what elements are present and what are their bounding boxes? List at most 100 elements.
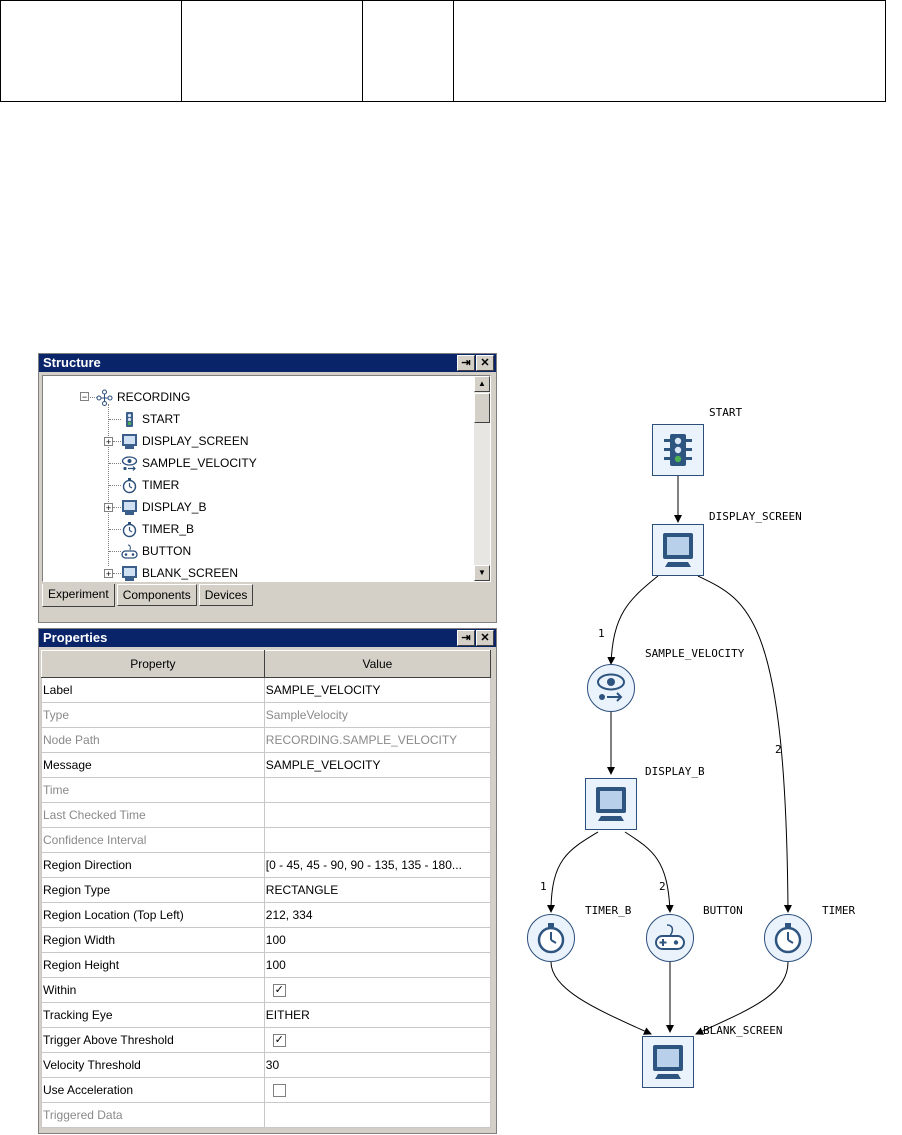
property-value[interactable] bbox=[263, 1102, 492, 1128]
tree-item-timer[interactable]: TIMER bbox=[121, 475, 179, 495]
property-value[interactable]: SampleVelocity bbox=[263, 702, 492, 728]
property-name: Use Acceleration bbox=[41, 1077, 265, 1103]
pin-icon[interactable]: ⇥ bbox=[457, 630, 475, 646]
property-row[interactable]: Trigger Above Threshold✓ bbox=[41, 1027, 492, 1053]
property-row[interactable]: Use Acceleration bbox=[41, 1077, 492, 1103]
structure-titlebar: Structure ⇥ ✕ bbox=[39, 354, 496, 372]
property-value[interactable]: SAMPLE_VELOCITY bbox=[263, 677, 492, 703]
property-value[interactable] bbox=[263, 777, 492, 803]
checkbox-checked[interactable]: ✓ bbox=[272, 984, 286, 998]
display-b-node[interactable] bbox=[585, 778, 637, 830]
property-name: Region Location (Top Left) bbox=[41, 902, 265, 928]
tab-experiment[interactable]: Experiment bbox=[42, 584, 115, 607]
checkbox-unchecked[interactable] bbox=[272, 1084, 286, 1098]
tree-item-display-screen[interactable]: DISPLAY_SCREEN bbox=[121, 431, 248, 451]
start-node[interactable] bbox=[652, 424, 704, 476]
tree-item-blank-screen[interactable]: BLANK_SCREEN bbox=[121, 563, 238, 581]
property-name: Region Width bbox=[41, 927, 265, 953]
collapse-toggle[interactable]: − bbox=[80, 392, 89, 402]
property-row[interactable]: Region Direction[0 - 45, 45 - 90, 90 - 1… bbox=[41, 852, 492, 878]
expand-toggle[interactable]: + bbox=[104, 503, 113, 513]
property-row[interactable]: Within✓ bbox=[41, 977, 492, 1003]
property-value[interactable]: 100 bbox=[263, 927, 492, 953]
tree-item-display-b[interactable]: DISPLAY_B bbox=[121, 497, 206, 517]
monitor-icon bbox=[663, 533, 693, 567]
tree-item-label: DISPLAY_B bbox=[142, 500, 207, 514]
property-name: Last Checked Time bbox=[41, 802, 265, 828]
timer-b-node[interactable] bbox=[527, 914, 575, 962]
sample-velocity-node[interactable] bbox=[587, 664, 635, 712]
tree-item-sample-velocity[interactable]: SAMPLE_VELOCITY bbox=[121, 453, 257, 473]
timer-node[interactable] bbox=[764, 914, 812, 962]
property-value[interactable]: 100 bbox=[263, 952, 492, 978]
expand-toggle[interactable]: + bbox=[104, 569, 113, 579]
checkbox-checked[interactable]: ✓ bbox=[272, 1034, 286, 1048]
tab-components[interactable]: Components bbox=[116, 584, 197, 606]
tree-item-timer-b[interactable]: TIMER_B bbox=[121, 519, 194, 539]
property-value[interactable]: ✓ bbox=[263, 1027, 492, 1053]
timer-label: TIMER bbox=[822, 904, 856, 917]
property-row[interactable]: Confidence Interval bbox=[41, 827, 492, 853]
tree-item-recording[interactable]: RECORDING bbox=[96, 387, 190, 407]
structure-panel: Structure ⇥ ✕ − RECORDING bbox=[38, 353, 497, 623]
property-value[interactable] bbox=[263, 1077, 492, 1103]
sample-velocity-label: SAMPLE_VELOCITY bbox=[645, 647, 745, 660]
property-row[interactable]: Time bbox=[41, 777, 492, 803]
property-value[interactable] bbox=[263, 802, 492, 828]
structure-tabs: Experiment Components Devices bbox=[42, 584, 255, 607]
property-value[interactable]: SAMPLE_VELOCITY bbox=[263, 752, 492, 778]
tree-item-start[interactable]: START bbox=[121, 409, 180, 429]
property-value[interactable]: ✓ bbox=[263, 977, 492, 1003]
property-name: Node Path bbox=[41, 727, 265, 753]
property-name: Region Type bbox=[41, 877, 265, 903]
property-value[interactable]: 30 bbox=[263, 1052, 492, 1078]
pin-icon[interactable]: ⇥ bbox=[457, 355, 475, 371]
property-name: Region Direction bbox=[41, 852, 265, 878]
property-name: Triggered Data bbox=[41, 1102, 265, 1128]
column-header-value[interactable]: Value bbox=[263, 650, 492, 678]
property-value[interactable] bbox=[263, 827, 492, 853]
column-header-property[interactable]: Property bbox=[41, 650, 265, 678]
property-value[interactable]: 212, 334 bbox=[263, 902, 492, 928]
close-icon[interactable]: ✕ bbox=[476, 630, 494, 646]
tab-devices[interactable]: Devices bbox=[198, 584, 254, 606]
property-value[interactable]: RECORDING.SAMPLE_VELOCITY bbox=[263, 727, 492, 753]
monitor-icon bbox=[122, 433, 137, 449]
property-row[interactable]: Region Location (Top Left)212, 334 bbox=[41, 902, 492, 928]
button-node[interactable] bbox=[646, 914, 694, 962]
structure-title: Structure bbox=[43, 355, 101, 370]
scroll-down-button[interactable]: ▼ bbox=[474, 565, 490, 581]
tree-scrollbar[interactable]: ▲ ▼ bbox=[474, 376, 490, 581]
start-label: START bbox=[709, 406, 743, 419]
property-value[interactable]: EITHER bbox=[263, 1002, 492, 1028]
properties-title: Properties bbox=[43, 630, 108, 645]
property-name: Message bbox=[41, 752, 265, 778]
close-icon[interactable]: ✕ bbox=[476, 355, 494, 371]
property-row[interactable]: Triggered Data bbox=[41, 1102, 492, 1128]
scroll-up-button[interactable]: ▲ bbox=[474, 376, 490, 392]
property-row[interactable]: Last Checked Time bbox=[41, 802, 492, 828]
display-screen-node[interactable] bbox=[652, 524, 704, 576]
expand-toggle[interactable]: + bbox=[104, 437, 113, 447]
edge-display-screen-timer bbox=[697, 575, 792, 913]
edge-display-screen-sample-velocity bbox=[607, 575, 659, 665]
property-value[interactable]: [0 - 45, 45 - 90, 90 - 135, 135 - 180... bbox=[263, 852, 492, 878]
tree-item-button[interactable]: BUTTON bbox=[121, 541, 191, 561]
property-value[interactable]: RECTANGLE bbox=[263, 877, 492, 903]
scroll-thumb[interactable] bbox=[474, 393, 490, 423]
property-name: Type bbox=[41, 702, 265, 728]
stopwatch-icon bbox=[122, 477, 137, 493]
tree-item-label: DISPLAY_SCREEN bbox=[142, 434, 249, 448]
blank-screen-node[interactable] bbox=[642, 1036, 694, 1088]
